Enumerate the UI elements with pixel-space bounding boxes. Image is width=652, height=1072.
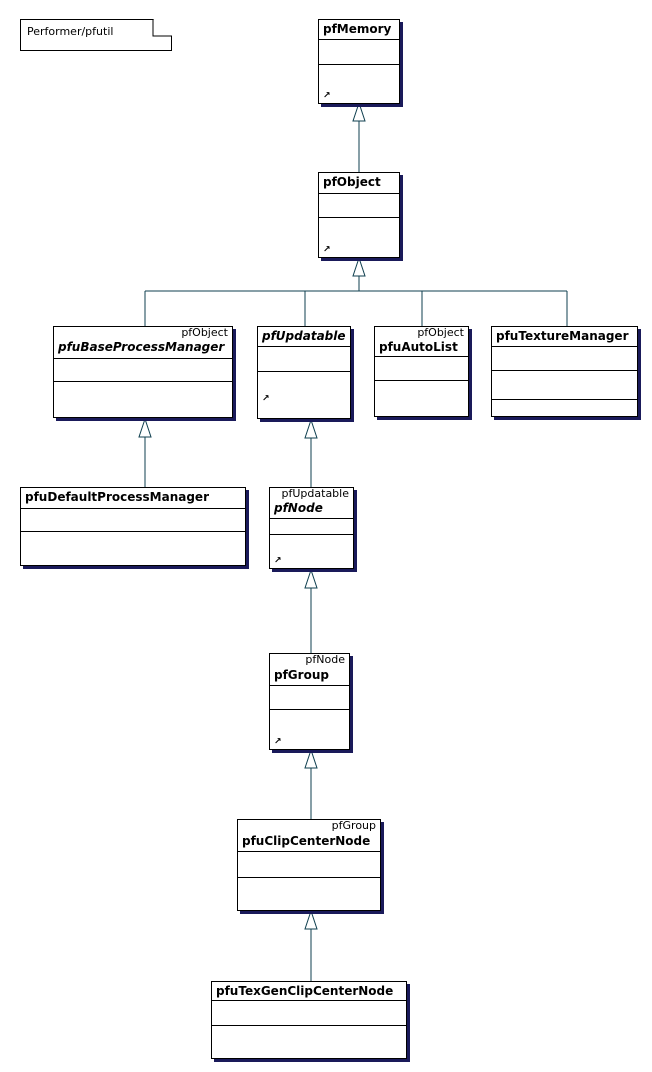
attributes-compartment: [270, 519, 353, 535]
class-pfuAutoList[interactable]: pfObject pfuAutoList: [374, 326, 469, 417]
inheritance-arrowhead: [138, 417, 152, 438]
class-pfuTextureManager[interactable]: pfuTextureManager: [491, 326, 638, 417]
class-pfMemory[interactable]: pfMemory ↗: [318, 19, 400, 104]
stereotype-label: pfUpdatable: [281, 487, 349, 500]
class-name: pfuBaseProcessManager: [58, 340, 225, 354]
link-icon: ↗: [323, 91, 331, 101]
class-name: pfGroup: [274, 668, 329, 682]
class-pfNode[interactable]: pfUpdatable pfNode ↗: [269, 487, 354, 569]
class-name: pfuTexGenClipCenterNode: [216, 984, 394, 998]
class-pfuBaseProcessManager[interactable]: pfObject pfuBaseProcessManager: [53, 326, 233, 418]
inheritance-arrowhead: [304, 418, 318, 439]
class-name: pfuClipCenterNode: [242, 834, 371, 848]
link-icon: ↗: [274, 556, 282, 566]
inheritance-arrowhead: [352, 256, 366, 277]
class-pfUpdatable[interactable]: pfUpdatable ↗: [257, 326, 351, 419]
class-pfObject[interactable]: pfObject ↗: [318, 172, 400, 258]
class-name: pfObject: [323, 175, 381, 189]
class-name: pfuAutoList: [379, 340, 458, 354]
class-name: pfuTextureManager: [496, 329, 629, 343]
attributes-compartment: [258, 347, 350, 372]
attributes-compartment: [54, 359, 232, 382]
class-pfuTexGenClipCenterNode[interactable]: pfuTexGenClipCenterNode: [211, 981, 407, 1059]
attributes-compartment: [492, 347, 637, 371]
link-icon: ↗: [262, 394, 270, 404]
link-icon: ↗: [274, 737, 282, 747]
stereotype-label: pfObject: [181, 326, 228, 339]
attributes-compartment: [319, 194, 399, 218]
package-note-label: Performer/pfutil: [27, 25, 114, 38]
class-pfuDefaultProcessManager[interactable]: pfuDefaultProcessManager: [20, 487, 246, 566]
class-name: pfUpdatable: [262, 329, 346, 343]
attributes-compartment: [270, 686, 349, 710]
package-note: Performer/pfutil: [20, 19, 172, 51]
class-name: pfMemory: [323, 22, 392, 36]
attributes-compartment: [375, 357, 468, 381]
class-name: pfuDefaultProcessManager: [25, 490, 209, 504]
class-name: pfNode: [274, 501, 323, 515]
attributes-compartment: [21, 509, 245, 532]
class-pfGroup[interactable]: pfNode pfGroup ↗: [269, 653, 350, 750]
inheritance-arrowhead: [304, 748, 318, 769]
inheritance-arrowhead: [304, 568, 318, 589]
attributes-compartment: [319, 40, 399, 65]
inheritance-arrowhead: [304, 909, 318, 930]
stereotype-label: pfNode: [305, 653, 345, 666]
class-pfuClipCenterNode[interactable]: pfGroup pfuClipCenterNode: [237, 819, 381, 911]
operations-compartment: [492, 371, 637, 400]
attributes-compartment: [212, 1001, 406, 1026]
link-icon: ↗: [323, 245, 331, 255]
attributes-compartment: [238, 852, 380, 878]
inheritance-arrowhead: [352, 101, 366, 122]
stereotype-label: pfObject: [417, 326, 464, 339]
stereotype-label: pfGroup: [331, 819, 376, 832]
